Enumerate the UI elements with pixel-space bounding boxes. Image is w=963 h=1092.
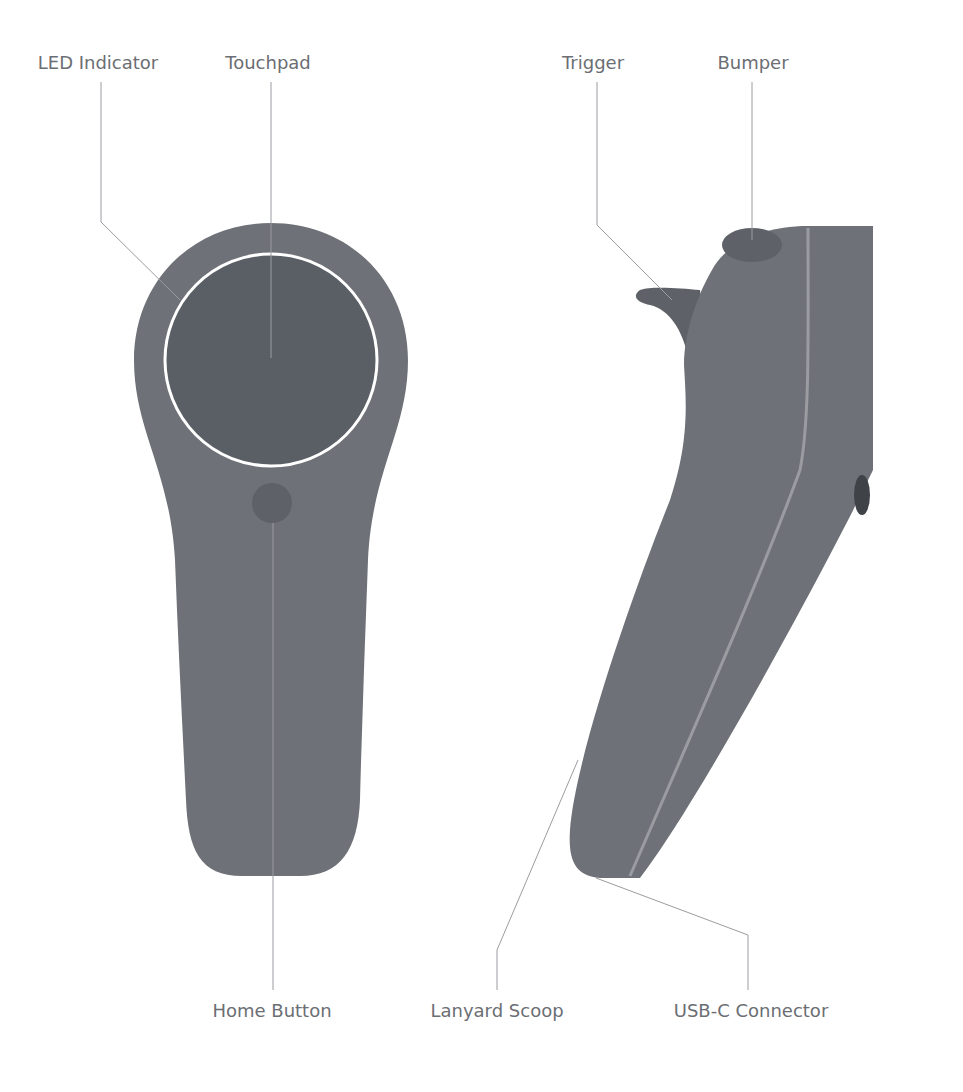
part-label: Bumper (717, 52, 788, 74)
part-label: Home Button (212, 1000, 331, 1022)
part-label: Trigger (562, 52, 624, 74)
leader-line (271, 82, 272, 358)
leader-line (596, 878, 748, 990)
side-button (854, 475, 870, 515)
leader-line (752, 82, 753, 240)
home-button (252, 483, 292, 523)
part-label: Touchpad (225, 52, 311, 74)
controller-side-body (570, 226, 873, 878)
leader-line (101, 82, 180, 300)
part-label: USB-C Connector (674, 1000, 829, 1022)
leader-lines (101, 82, 752, 990)
seam-line (630, 228, 808, 876)
leader-line (597, 82, 672, 300)
part-label: LED Indicator (38, 52, 159, 74)
leader-line (497, 760, 578, 990)
part-label: Lanyard Scoop (430, 1000, 563, 1022)
leader-line (273, 523, 274, 990)
